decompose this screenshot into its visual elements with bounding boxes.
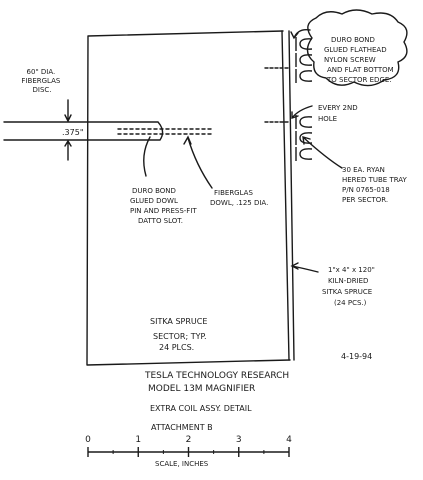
scale-tick-label: 0 (85, 435, 91, 445)
glue-callout: DURO BOND GLUED DOWL PIN AND PRESS-FIT D… (130, 187, 199, 225)
screw-callout-cloud (306, 9, 408, 87)
detail-title: EXTRA COIL ASSY. DETAIL (150, 404, 252, 413)
spruce-callout: 1"x 4" x 120" KILN-DRIED SITKA SPRUCE (2… (322, 266, 377, 307)
tube-tray-clip (295, 147, 313, 161)
tube-tray-clip (295, 37, 313, 51)
sector-outline (86, 30, 291, 366)
spruce-leader (290, 262, 319, 273)
drawing-date: 4-19-94 (341, 352, 372, 361)
hole-marks (264, 67, 291, 123)
dowel-leader (183, 135, 213, 189)
disc-thickness-label: .375" (62, 128, 84, 137)
attachment-title: ATTACHMENT B (151, 423, 213, 432)
model-title: MODEL 13M MAGNIFIER (148, 384, 255, 394)
scale-tick-label: 4 (286, 435, 292, 445)
screw-callout: DURO BOND GLUED FLATHEAD NYLON SCREW AND… (324, 36, 396, 84)
disc-thickness-dimension (64, 99, 72, 161)
dowel-pin (117, 128, 213, 135)
dowel-callout: FIBERGLAS DOWL, .125 DIA. (210, 189, 268, 207)
scale-tick-label: 3 (236, 435, 242, 445)
screw-leader (290, 28, 311, 40)
tube-tray-group (295, 37, 313, 161)
tube-tray-clip (295, 69, 313, 83)
company-title: TESLA TECHNOLOGY RESEARCH (144, 371, 289, 381)
tube-tray-clip (295, 115, 313, 129)
tray-callout: 30 EA. RYAN HERED TUBE TRAY P/N 0765-018… (342, 166, 409, 204)
disc-callout: 60" DIA. FIBERGLAS DISC. (21, 68, 62, 94)
hole-callout: EVERY 2ND HOLE (318, 104, 360, 123)
glue-leader (143, 136, 151, 177)
sector-callout: SITKA SPRUCE SECTOR; TYP. 24 PLCS. (150, 317, 210, 352)
tube-tray-clip (295, 131, 313, 145)
fiberglass-disc (3, 121, 164, 141)
tube-tray-clip (295, 53, 313, 67)
scale-tick-label: 1 (135, 435, 141, 445)
spruce-strip (281, 30, 295, 361)
scale-bar: 0 1 2 3 4 (85, 435, 292, 457)
scale-tick-label: 2 (186, 435, 192, 445)
scale-label: SCALE, INCHES (155, 460, 209, 468)
tray-leader (302, 136, 343, 169)
